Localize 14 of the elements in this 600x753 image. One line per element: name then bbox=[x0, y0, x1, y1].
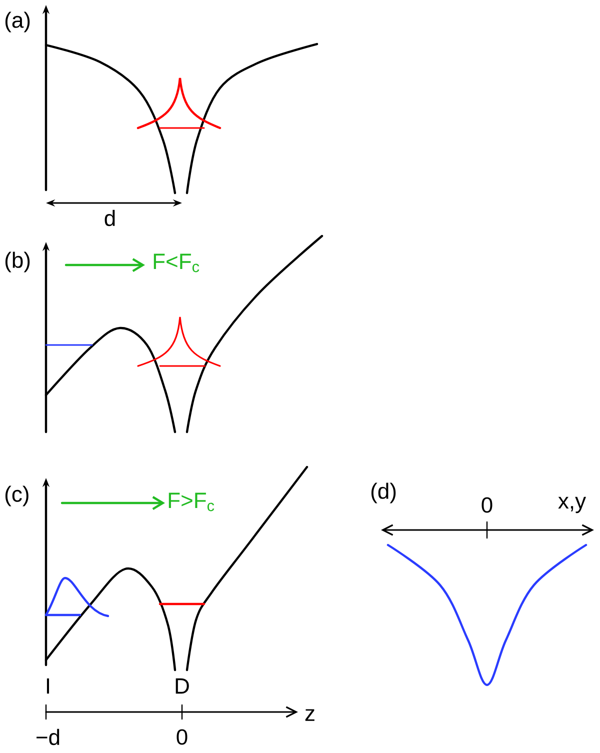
panel-label: (c) bbox=[5, 486, 28, 506]
position-label: D bbox=[176, 678, 189, 694]
force-label: F>F$_{c}$ bbox=[168, 492, 214, 512]
axis-label: z bbox=[305, 709, 314, 721]
panel-label: (b) bbox=[5, 252, 30, 272]
panel-label: (a) bbox=[5, 12, 30, 32]
position-label: I bbox=[46, 678, 50, 694]
dimension-label: d bbox=[104, 210, 115, 226]
tick-label: −d bbox=[36, 728, 60, 746]
tick-label: 0 bbox=[482, 497, 492, 513]
tick-label: 0 bbox=[176, 729, 188, 745]
force-label: F<F$_{c}$ bbox=[154, 254, 200, 272]
axis-label: x,y bbox=[558, 496, 586, 514]
panel-label: (d) bbox=[371, 482, 396, 504]
